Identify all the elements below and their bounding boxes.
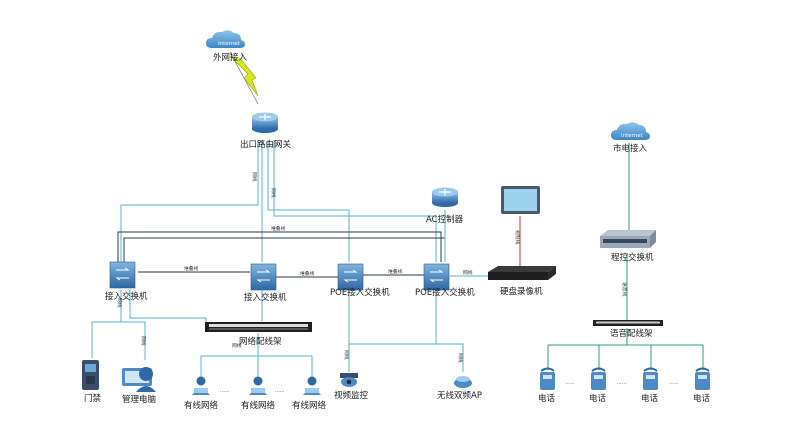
internet-cloud-icon: Internet <box>206 30 245 48</box>
phone-icon <box>643 367 658 390</box>
svg-text:Internet: Internet <box>218 41 241 47</box>
wired-network-label: 有线网络 <box>292 400 327 411</box>
cable-tag-network: 网线 <box>116 298 123 308</box>
router-to-switch1-line <box>120 140 259 262</box>
poe-switch-icon <box>337 263 364 291</box>
cable-tag-network: 网线 <box>232 342 242 349</box>
switch1-to-pc-line <box>121 321 146 360</box>
panel-to-wired-line-3 <box>258 355 313 378</box>
access-switch-icon <box>109 261 136 289</box>
voice-panel-to-phones-line <box>547 328 628 370</box>
wireless-ap-icon <box>454 376 472 388</box>
wired-user-icon <box>249 376 267 395</box>
cable-tag-network: 网线 <box>251 172 258 182</box>
city-phone-access-label: 市电接入 <box>613 143 648 154</box>
router-label: 出口路由网关 <box>240 139 292 150</box>
poe-to-ap-line <box>349 343 464 372</box>
cable-tag-stack: 堆叠线 <box>300 270 315 277</box>
wan-link-line <box>229 51 259 105</box>
cable-tag-network: 网线 <box>463 269 473 276</box>
voice-to-phone4-line <box>627 344 704 370</box>
poe-switch-icon <box>423 263 450 291</box>
voice-panel-label: 语音配线架 <box>610 328 653 339</box>
cable-tag-network: 网线 <box>343 350 350 360</box>
router-to-poe2-line <box>273 140 437 262</box>
door-access-icon <box>82 360 99 390</box>
monitor-icon <box>501 186 540 214</box>
ac-controller-icon <box>432 187 458 207</box>
cable-tag-network: 网线 <box>270 188 277 198</box>
phone-icon <box>540 367 555 390</box>
phone-label: 电话 <box>693 393 711 404</box>
access-switch-1-label: 接入交换机 <box>105 291 148 302</box>
access-switch-icon <box>250 263 277 291</box>
ac-controller-label: AC控制器 <box>426 214 464 225</box>
switch1-to-panel-line <box>129 290 207 322</box>
patch-panel-label: 网络配线架 <box>239 336 282 347</box>
ellipsis-label: …… <box>617 381 627 386</box>
external-access-label: 外网接入 <box>213 52 248 63</box>
phone-label: 电话 <box>538 393 556 404</box>
svg-text:Internet: Internet <box>621 133 644 139</box>
router-to-poe1-line <box>267 140 350 262</box>
stack-top-line-2 <box>123 237 446 262</box>
phone-label: 电话 <box>589 393 607 404</box>
ellipsis-label: …… <box>669 381 679 386</box>
wired-network-label: 有线网络 <box>241 400 276 411</box>
cable-tags: 网线 网线 堆叠线 堆叠线 堆叠线 堆叠线 网线 视频线 网线 网线 网线 网线… <box>116 172 628 363</box>
wired-user-icon <box>192 376 210 395</box>
stack-top-line <box>117 231 442 262</box>
voice-panel-icon <box>593 320 663 326</box>
cable-tag-stack: 堆叠线 <box>184 265 199 272</box>
ellipsis-label: …… <box>220 389 230 394</box>
connection-lines <box>91 51 704 378</box>
poe-switch-1-label: POE接入交换机 <box>330 287 390 298</box>
patch-panel-icon <box>205 322 312 332</box>
pbx-label: 程控交换机 <box>611 252 654 263</box>
wan-link <box>229 55 259 97</box>
access-switch-2-label: 接入交换机 <box>244 292 287 303</box>
poe-switch-2-label: POE接入交换机 <box>415 287 475 298</box>
management-pc-icon <box>122 367 156 392</box>
city-cloud-icon: Internet <box>611 122 650 140</box>
router-icon <box>252 112 278 133</box>
camera-label: 视频监控 <box>334 390 369 401</box>
wired-network-label: 有线网络 <box>184 400 219 411</box>
phone-icon <box>591 367 606 390</box>
cable-tag-stack: 堆叠线 <box>271 225 286 232</box>
ellipsis-label: …… <box>565 381 575 386</box>
cable-tag-voice: 语音线 <box>621 282 628 297</box>
management-pc-label: 管理电脑 <box>122 394 157 405</box>
nvr-label: 硬盘录像机 <box>500 286 543 297</box>
door-access-label: 门禁 <box>84 393 102 404</box>
switch1-to-devices-line <box>91 290 122 358</box>
wireless-ap-label: 无线双频AP <box>437 390 482 401</box>
camera-icon <box>340 373 358 387</box>
wired-user-icon <box>303 376 321 395</box>
phone-icon <box>695 367 710 390</box>
cable-tag-video: 视频线 <box>514 230 521 245</box>
cable-tag-network: 网线 <box>457 353 464 363</box>
cable-tag-stack: 堆叠线 <box>388 268 403 275</box>
nvr-icon <box>488 266 556 280</box>
phone-label: 电话 <box>641 393 659 404</box>
pbx-icon <box>600 230 656 248</box>
ellipsis-label: …… <box>275 389 285 394</box>
panel-to-wired-line <box>200 333 259 378</box>
cable-tag-network: 网线 <box>140 336 147 346</box>
